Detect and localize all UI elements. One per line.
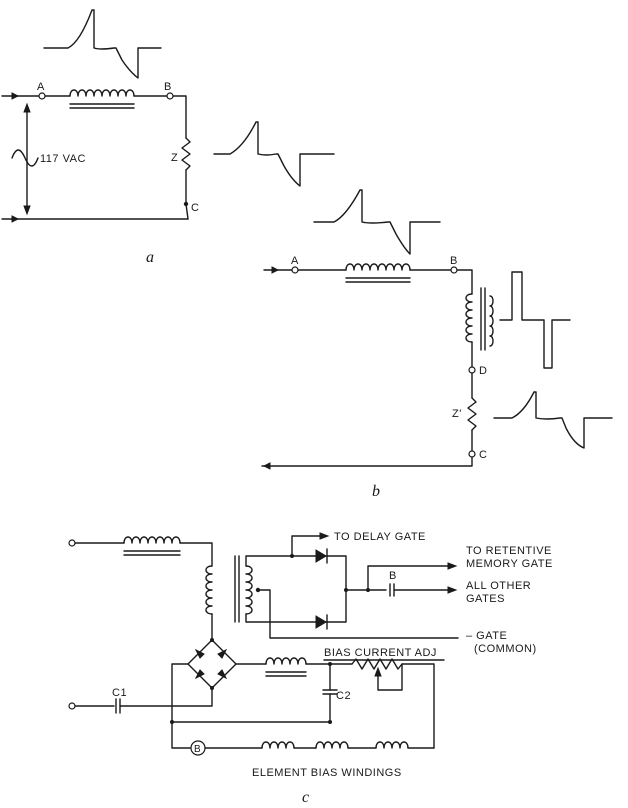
caption-b: b: [372, 483, 380, 500]
label-a-B: B: [164, 81, 172, 93]
diagram-b: A B D Z' C b: [261, 189, 613, 500]
bias-winding-2-icon: [315, 741, 349, 749]
bias-winding-1-icon: [261, 741, 295, 749]
transformer-b-secondary-coil-icon: [489, 295, 494, 347]
bias-adj-wiper-arrow: [374, 666, 382, 677]
bridge-top-node: [210, 638, 214, 642]
label-b-C: C: [479, 449, 487, 461]
label-b-D: D: [479, 365, 487, 377]
terminal-b-C: [468, 450, 476, 458]
diagram-c: TO DELAY GATE B TO RETENTIVE MEMORY GATE…: [68, 531, 553, 806]
bias-adj-wiper: [377, 663, 403, 691]
label-to-retentive-1: TO RETENTIVE: [466, 545, 552, 557]
waveform-b-secondary-voltage: [499, 271, 571, 369]
junction-return-right: [328, 720, 332, 724]
label-bias-current-adj: BIAS CURRENT ADJ: [324, 647, 437, 659]
wire-c-to-retentive: [367, 565, 455, 591]
waveform-a-reactor-voltage: [43, 9, 162, 79]
diode-upper-icon: [315, 549, 327, 563]
reactor-a-coil-icon: [69, 89, 135, 97]
caption-a: a: [146, 249, 154, 266]
input-arrow-bottom: [11, 215, 20, 223]
bridge-diode-2-icon: [217, 648, 228, 659]
label-all-other-2: GATES: [466, 593, 505, 605]
bridge-rectifier-outline: [187, 639, 237, 689]
bridge-bottom-node: [210, 686, 214, 690]
wire-b-bottom: [261, 456, 473, 467]
junction-output-left: [344, 588, 348, 592]
waveform-b-reactor-voltage: [313, 189, 441, 255]
blank-patch: [0, 350, 188, 472]
terminal-b-A: [291, 266, 299, 274]
wire-c1-to-bridge: [119, 687, 213, 707]
label-meter-b: B: [194, 744, 201, 755]
arrow-to-retentive: [447, 562, 458, 570]
source-label: 117 VAC: [40, 153, 86, 165]
transformer-c-secondary-coil-icon: [245, 565, 253, 615]
terminal-b-B: [450, 266, 458, 274]
label-all-other-1: ALL OTHER: [466, 580, 531, 592]
terminal-c-input-top: [68, 539, 76, 547]
load-z-prime-resistor-icon: [467, 397, 477, 431]
bridge-diode-1-icon: [194, 648, 205, 659]
bias-winding-3-icon: [375, 741, 409, 749]
load-z-resistor-icon: [181, 137, 191, 171]
center-tap-dot: [255, 587, 261, 593]
terminal-c-input-bottom: [68, 702, 76, 710]
voltage-span-arrowhead-top: [23, 102, 31, 113]
diode-lower-icon: [315, 615, 327, 629]
label-a-Z: Z: [171, 152, 178, 164]
junction-delay-gate: [290, 554, 294, 558]
bridge-diode-4-icon: [217, 669, 228, 680]
label-a-C: C: [191, 202, 199, 214]
label-c2: C2: [336, 690, 351, 702]
label-a-A: A: [37, 81, 45, 93]
wire-c-to-transformer: [179, 542, 213, 567]
caption-c: c: [302, 789, 309, 806]
wire-c-center-tap: [257, 589, 459, 639]
label-to-retentive-2: MEMORY GATE: [466, 558, 553, 570]
label-b-Z: Z': [452, 408, 462, 420]
wire-b-right: [456, 269, 473, 295]
label-element-bias-windings: ELEMENT BIAS WINDINGS: [252, 767, 402, 779]
ac-source-sine-icon: [11, 149, 39, 167]
junction-return-left: [170, 720, 174, 724]
input-arrow-b-bottom: [262, 462, 271, 470]
label-gate-2: (COMMON): [474, 643, 537, 655]
label-gate-1: – GATE: [466, 630, 507, 642]
transformer-c-primary-coil-icon: [205, 565, 213, 615]
wire-c-to-delay-gate: [291, 535, 327, 557]
input-arrow-top: [11, 92, 20, 100]
wire-a-c-bottom: [185, 203, 189, 220]
terminal-a-dot-c: [183, 201, 189, 207]
label-c1: C1: [112, 687, 127, 699]
wire-c-secondary-bottom: [245, 585, 347, 623]
bias-adj-potentiometer-icon: [351, 658, 435, 749]
transformer-b-primary-coil-icon: [465, 293, 473, 343]
voltage-span-arrowhead-bottom: [23, 205, 31, 216]
waveform-a-load-voltage: [213, 121, 335, 187]
label-point-b: B: [389, 570, 397, 582]
arrow-to-delay-gate: [319, 532, 330, 540]
label-to-delay-gate: TO DELAY GATE: [334, 531, 426, 543]
diagram-a: 117 VAC A B Z C a: [1, 9, 335, 266]
wire-c-secondary-top: [245, 555, 347, 587]
terminal-a-A: [38, 92, 46, 100]
terminal-b-D: [468, 366, 476, 374]
reactor-b-coil-icon: [345, 263, 411, 271]
filter-reactor-coil-icon: [265, 657, 307, 665]
bridge-diode-3-icon: [194, 669, 205, 680]
label-b-B: B: [450, 255, 458, 267]
wire-a-right: [171, 95, 187, 139]
input-arrow-b-top: [271, 266, 280, 274]
reactor-c-coil-icon: [123, 536, 181, 544]
label-b-A: A: [291, 255, 299, 267]
arrow-to-other-gates: [447, 586, 458, 594]
terminal-a-B: [166, 92, 174, 100]
waveform-b-load-voltage: [493, 391, 613, 449]
